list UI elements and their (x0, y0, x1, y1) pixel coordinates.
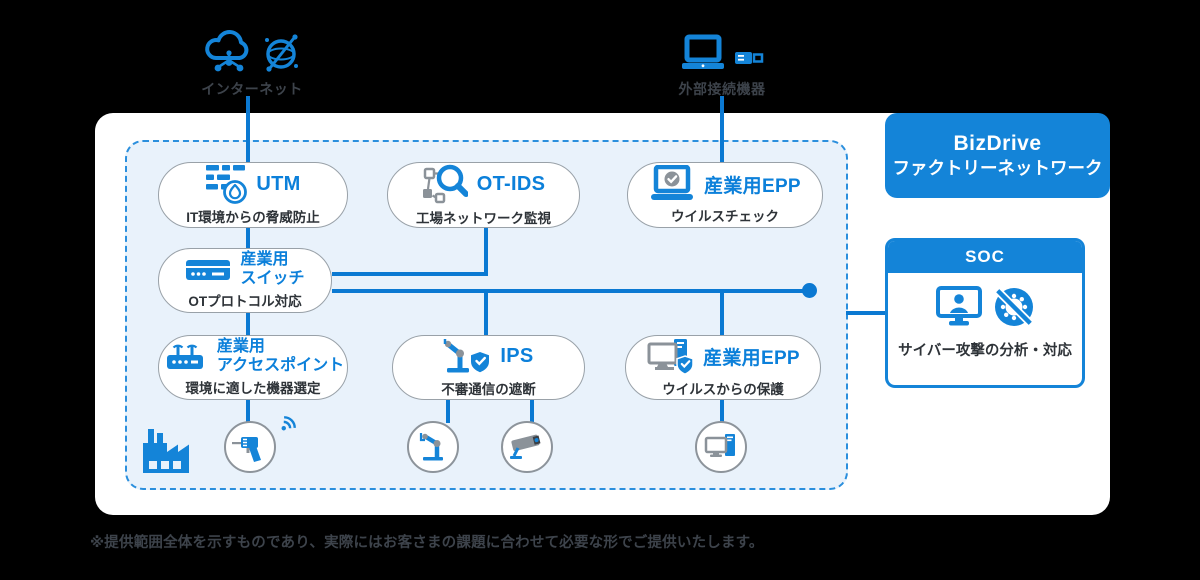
solution-switch: 産業用 スイッチ OTプロトコル対応 (158, 248, 332, 313)
connector-switch-ap (246, 312, 250, 336)
solution-subtitle: IT環境からの脅威防止 (186, 210, 320, 225)
solution-ot-ids: OT-IDS 工場ネットワーク監視 (387, 162, 580, 228)
handy-scanner-node (224, 421, 276, 473)
connector-external-device (720, 96, 724, 163)
internet-label: インターネット (201, 81, 303, 97)
connector-utm-switch (246, 228, 250, 250)
laptop-check-icon (651, 165, 694, 200)
connector-otids-riser (484, 228, 488, 276)
virus-block-icon (994, 287, 1034, 327)
factory-icon (143, 429, 189, 473)
network-title: BizDrive ファクトリーネットワーク (885, 113, 1110, 198)
solution-title: 産業用EPP (704, 175, 801, 197)
solution-title: UTM (256, 172, 301, 195)
network-search-icon (422, 164, 468, 204)
connector-bus-epp (720, 291, 724, 336)
network-title-line1: BizDrive (953, 132, 1042, 156)
laptop-icon (682, 34, 724, 69)
connector-soc (846, 311, 887, 315)
solution-epp-protect: 産業用EPP ウイルスからの保護 (625, 335, 821, 400)
solution-title: OT-IDS (476, 172, 546, 195)
bus-line (332, 289, 810, 293)
connector-bus-ips (484, 291, 488, 336)
connector-ap-scanner (246, 400, 250, 424)
network-title-line2: ファクトリーネットワーク (892, 157, 1103, 178)
solution-subtitle: ウイルスからの保護 (662, 381, 784, 397)
internet-node: インターネット (182, 24, 322, 99)
monitor-operator-icon (936, 286, 982, 326)
factory-pc-icon (704, 434, 735, 457)
connector-switch-otids-h (332, 272, 488, 276)
firewall-icon (206, 165, 248, 204)
external-device-label: 外部接続機器 (678, 81, 766, 97)
solution-title: IPS (500, 345, 534, 367)
handy-scanner-icon (232, 437, 261, 462)
connector-ips-camera (530, 400, 534, 423)
cloud-network-icon (205, 30, 249, 72)
soc-title: SOC (888, 241, 1082, 273)
connector-epp-pc (720, 400, 724, 423)
solution-subtitle: 環境に適した機器選定 (185, 380, 321, 396)
bus-terminal-dot (802, 283, 817, 298)
cctv-camera-icon (510, 434, 541, 459)
wifi-icon (281, 416, 296, 431)
switch-device-icon (186, 259, 231, 280)
solution-access-point: 産業用 アクセスポイント 環境に適した機器選定 (158, 335, 348, 400)
robot-arm-node (407, 421, 459, 473)
solution-subtitle: 不審通信の遮断 (441, 381, 536, 397)
globe-icon (265, 34, 298, 72)
soc-box: SOC サイバー攻撃の分析・対応 (885, 238, 1085, 388)
solution-subtitle: OTプロトコル対応 (188, 293, 302, 309)
solution-title: 産業用EPP (703, 348, 800, 369)
solution-title: 産業用 アクセスポイント (216, 338, 345, 374)
solution-epp-check: 産業用EPP ウイルスチェック (627, 162, 823, 228)
solution-ips: IPS 不審通信の遮断 (392, 335, 585, 400)
solution-utm: UTM IT環境からの脅威防止 (158, 162, 348, 228)
factory-pc-node (695, 421, 747, 473)
usb-memory-icon (735, 52, 764, 64)
robot-arm-icon (419, 433, 443, 461)
external-device-node: 外部接続機器 (652, 24, 792, 99)
access-point-icon (166, 344, 203, 369)
cctv-camera-node (501, 421, 553, 473)
solution-subtitle: ウイルスチェック (671, 209, 779, 224)
solution-subtitle: 工場ネットワーク監視 (416, 211, 551, 226)
soc-description: サイバー攻撃の分析・対応 (898, 343, 1072, 359)
connector-internet (246, 96, 250, 163)
pc-shield-icon (647, 338, 694, 375)
robot-shield-icon (444, 338, 490, 372)
connector-ips-robot (446, 400, 450, 423)
footnote: ※提供範囲全体を示すものであり、実際にはお客さまの課題に合わせて必要な形でご提供… (90, 535, 764, 551)
solution-title: 産業用 スイッチ (240, 251, 305, 287)
